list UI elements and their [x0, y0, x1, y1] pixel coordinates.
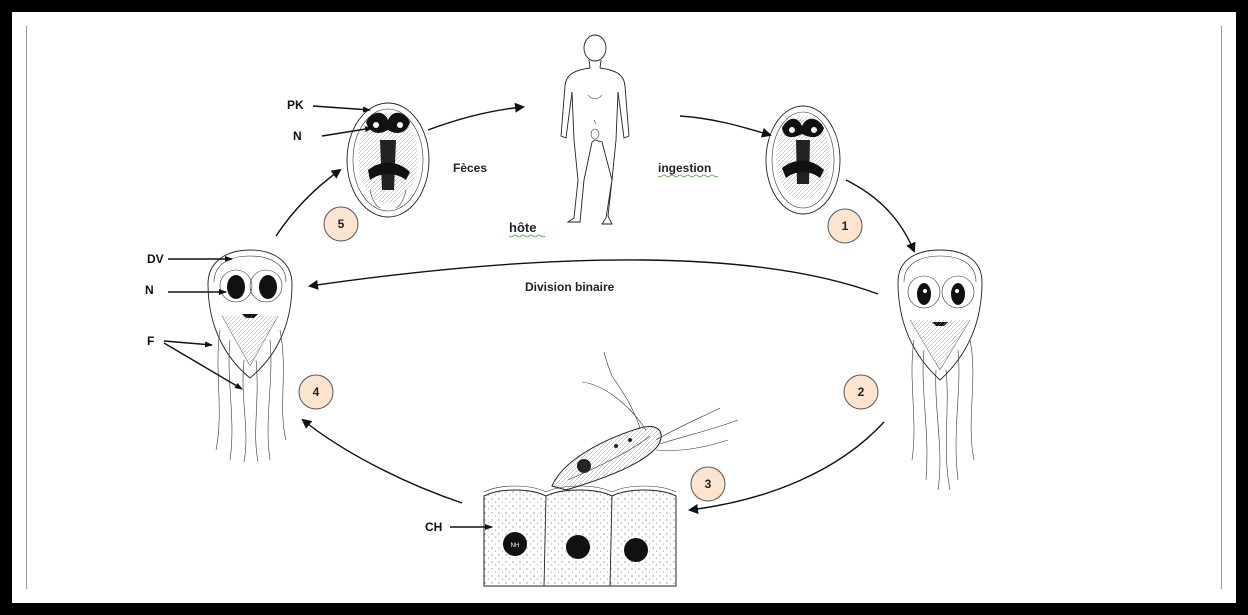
label-dv: DV [147, 252, 164, 266]
trophozoite-stage-4 [208, 250, 292, 462]
label-host: hôte [509, 220, 536, 235]
label-f: F [147, 334, 154, 348]
label-pk: PK [287, 98, 304, 112]
label-binary-division: Division binaire [525, 280, 615, 294]
host-human-figure [561, 35, 629, 224]
stage-number-2: 2 [858, 385, 865, 399]
pointer-f-upper [164, 341, 212, 345]
stage-badge-1: 1 [828, 209, 862, 243]
stage-number-3: 3 [705, 477, 712, 491]
pointer-pk [313, 106, 370, 110]
label-ingestion: ingestion [658, 161, 711, 175]
label-feces: Fèces [453, 161, 487, 175]
stage-number-4: 4 [313, 385, 320, 399]
label-n-trophozoite: N [145, 283, 154, 297]
cyst-stage-1 [766, 106, 840, 214]
arrow-host-to-ingested-cyst [680, 116, 770, 135]
spellcheck-underline-ingestion [658, 175, 718, 177]
pointer-f-lower [164, 343, 242, 389]
arrow-feces-to-host [428, 107, 523, 130]
stage-badge-4: 4 [299, 375, 333, 409]
intestinal-epithelium: NH [484, 486, 676, 586]
stage-badge-5: 5 [324, 207, 358, 241]
label-n-cyst: N [293, 129, 302, 143]
stage-number-1: 1 [842, 219, 849, 233]
stage-badge-2: 2 [844, 375, 878, 409]
cyst-stage-5 [347, 103, 429, 217]
stage-badge-3: 3 [691, 467, 725, 501]
arrow-intestine-to-trophozoite [303, 420, 462, 503]
spellcheck-underline-host [509, 235, 545, 237]
label-cell-nucleus: NH [511, 543, 520, 549]
stage-number-5: 5 [338, 217, 345, 231]
label-ch: CH [425, 520, 442, 534]
trophozoite-stage-2 [898, 250, 982, 490]
